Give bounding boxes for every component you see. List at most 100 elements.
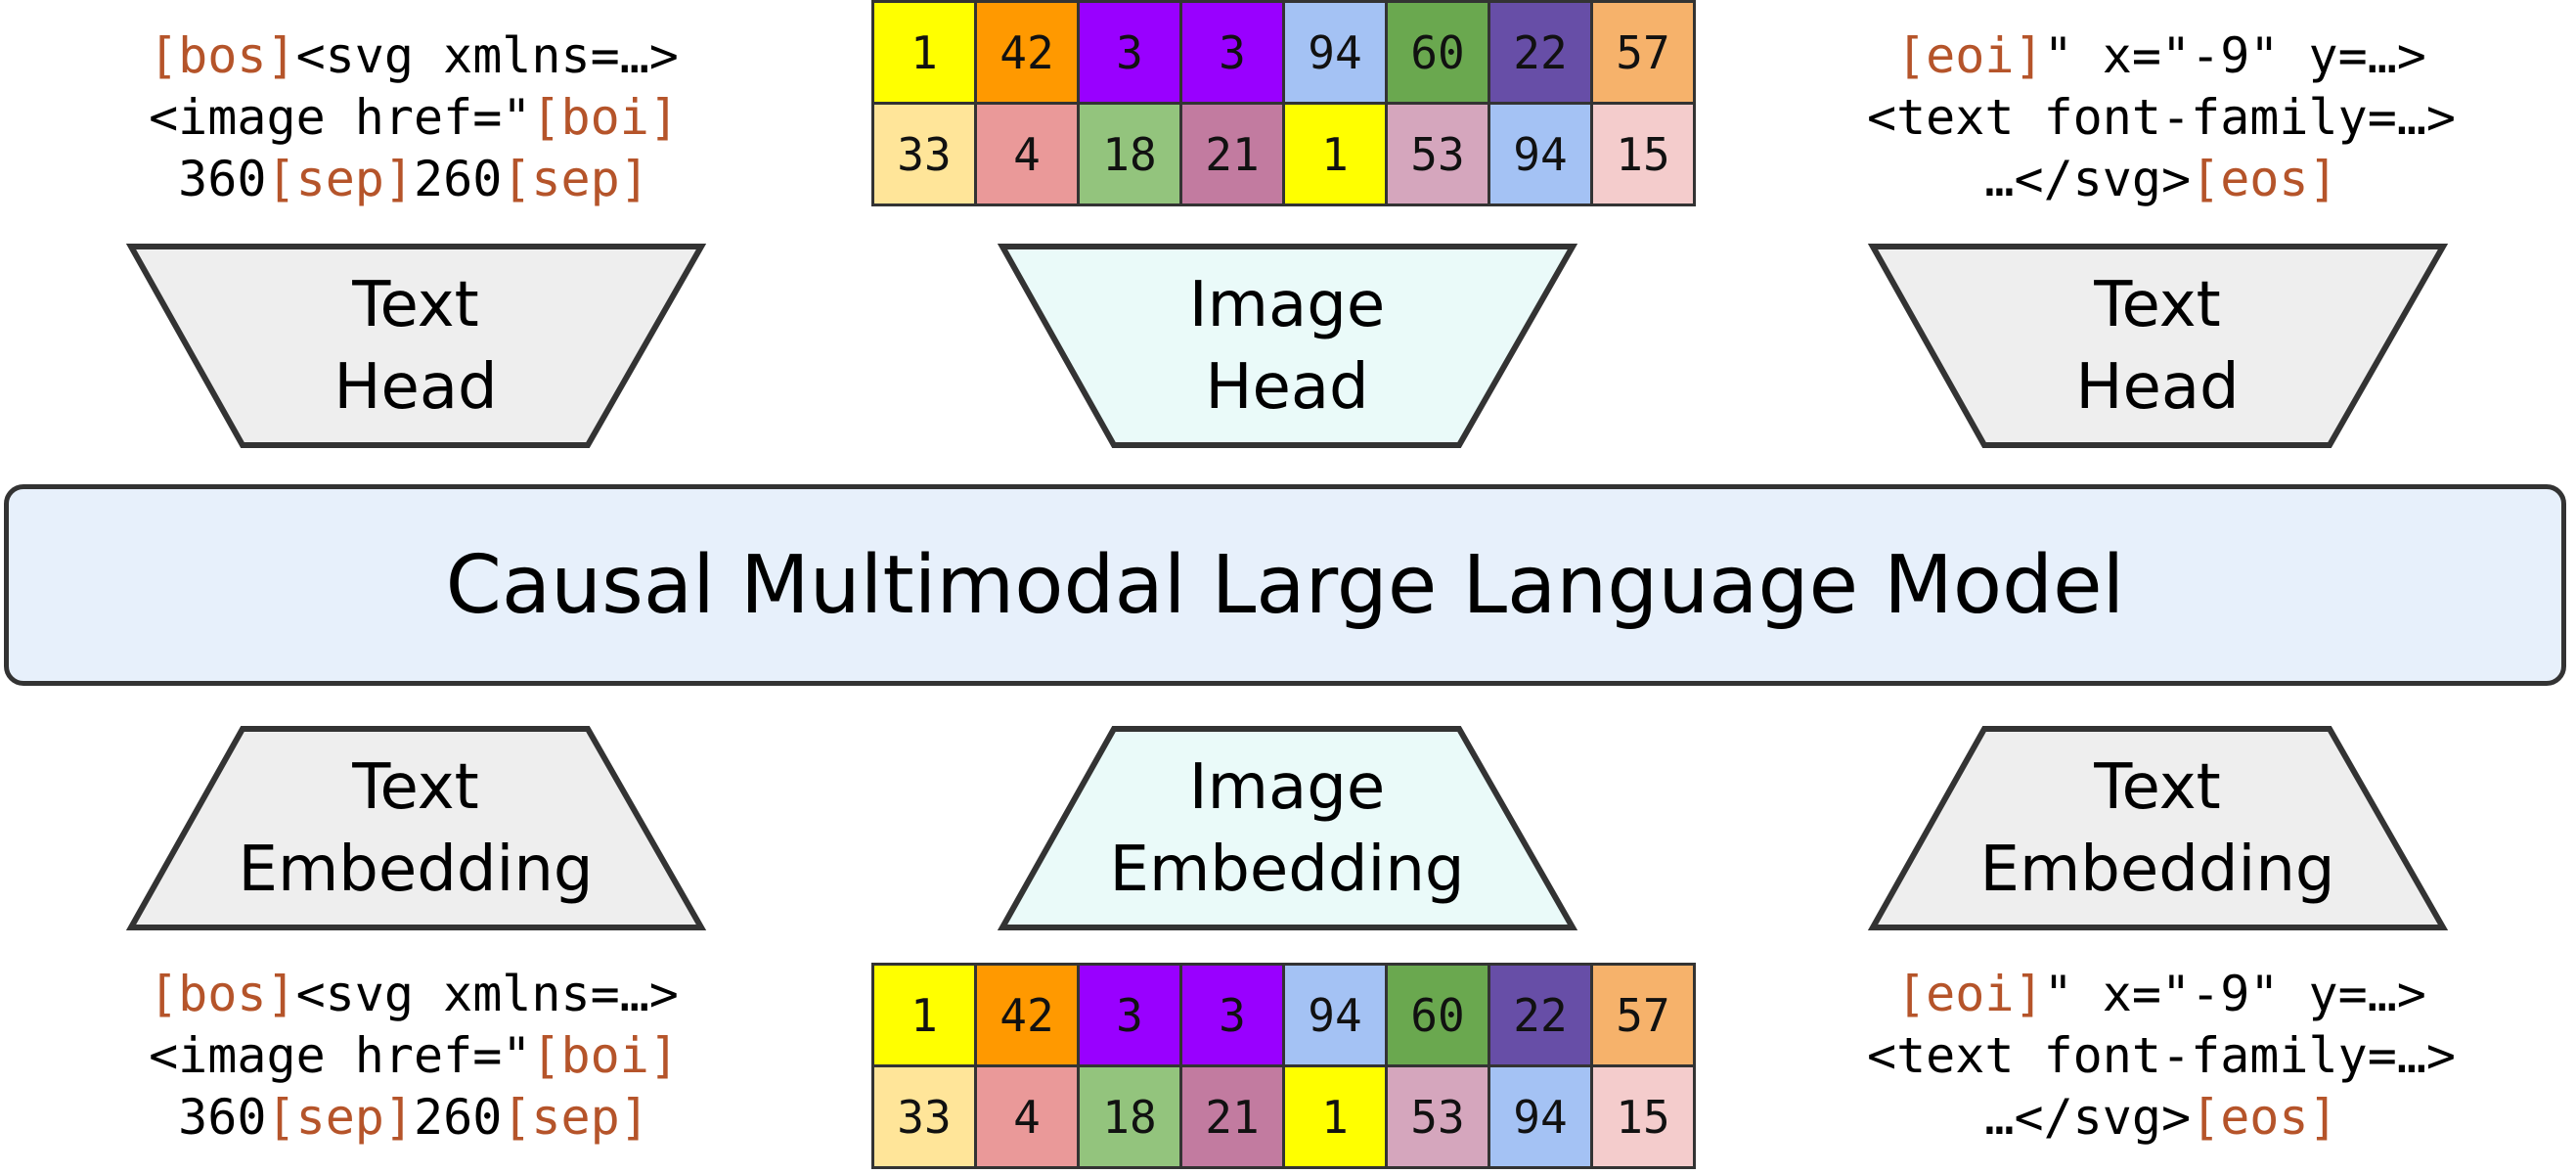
text-head-left-line1: Text — [352, 269, 479, 341]
image-token-cell: 4 — [974, 102, 1080, 206]
code-text: " x="-9" y=…> — [2043, 27, 2426, 84]
text-head-right-shape — [1867, 244, 2449, 448]
special-token: [bos] — [149, 27, 296, 84]
image-token-cell: 3 — [1077, 963, 1182, 1067]
code-line: <text font-family=…> — [1770, 87, 2553, 149]
input-text-right: [eoi]" x="-9" y=…><text font-family=…>…<… — [1770, 964, 2553, 1149]
code-text: <svg xmlns=…> — [295, 27, 679, 84]
code-text: <text font-family=…> — [1866, 89, 2457, 146]
special-token: [sep] — [502, 1089, 649, 1146]
output-text-right: [eoi]" x="-9" y=…><text font-family=…>…<… — [1770, 25, 2553, 210]
image-token-cell: 33 — [871, 1064, 977, 1169]
input-text-left: [bos]<svg xmlns=…><image href="[boi]360[… — [22, 964, 805, 1149]
image-head-line1: Image — [1188, 269, 1386, 341]
code-text: <svg xmlns=…> — [295, 966, 679, 1022]
image-token-cell: 3 — [1179, 0, 1285, 105]
image-token-cell: 21 — [1179, 1064, 1285, 1169]
image-token-cell: 57 — [1590, 963, 1696, 1067]
image-token-cell: 94 — [1488, 1064, 1593, 1169]
image-token-cell: 1 — [871, 963, 977, 1067]
image-embedding-line1: Image — [1188, 751, 1386, 824]
special-token: [boi] — [531, 89, 679, 146]
image-token-cell: 33 — [871, 102, 977, 206]
model-label: Causal Multimodal Large Language Model — [445, 538, 2125, 632]
image-token-cell: 94 — [1282, 963, 1388, 1067]
code-line: <image href="[boi] — [22, 1025, 805, 1087]
code-text: 360 — [178, 151, 267, 207]
image-token-cell: 60 — [1385, 963, 1490, 1067]
image-token-cell: 3 — [1077, 0, 1182, 105]
image-token-cell: 22 — [1488, 963, 1593, 1067]
special-token: [eoi] — [1896, 966, 2044, 1022]
code-line: [eoi]" x="-9" y=…> — [1770, 964, 2553, 1025]
code-text: …</svg> — [1984, 1089, 2192, 1146]
code-line: …</svg>[eos] — [1770, 149, 2553, 210]
image-token-cell: 94 — [1488, 102, 1593, 206]
text-head-right-line2: Head — [2075, 351, 2240, 424]
special-token: [eoi] — [1896, 27, 2044, 84]
image-token-cell: 3 — [1179, 963, 1285, 1067]
code-line: [eoi]" x="-9" y=…> — [1770, 25, 2553, 87]
image-token-cell: 15 — [1590, 102, 1696, 206]
text-head-left-label: Text Head — [122, 264, 709, 429]
text-embedding-right-line2: Embedding — [1979, 834, 2335, 906]
image-token-cell: 57 — [1590, 0, 1696, 105]
image-token-cell: 4 — [974, 1064, 1080, 1169]
image-token-cell: 42 — [974, 0, 1080, 105]
special-token: [boi] — [531, 1027, 679, 1084]
code-line: …</svg>[eos] — [1770, 1087, 2553, 1149]
code-line: 360[sep]260[sep] — [22, 149, 805, 210]
image-token-cell: 15 — [1590, 1064, 1696, 1169]
code-text: 260 — [414, 151, 503, 207]
text-head-right-label: Text Head — [1864, 264, 2451, 429]
image-token-cell: 60 — [1385, 0, 1490, 105]
text-embedding-left-label: Text Embedding — [122, 746, 709, 911]
text-embedding-left-line1: Text — [352, 751, 479, 824]
special-token: [sep] — [502, 151, 649, 207]
image-token-cell: 53 — [1385, 102, 1490, 206]
special-token: [sep] — [266, 1089, 414, 1146]
code-text: …</svg> — [1984, 151, 2192, 207]
special-token: [eos] — [2191, 1089, 2338, 1146]
text-embedding-right-line1: Text — [2094, 751, 2221, 824]
code-line: <image href="[boi] — [22, 87, 805, 149]
text-embedding-right-label: Text Embedding — [1864, 746, 2451, 911]
text-head-left-shape — [125, 244, 707, 448]
text-head-left-line2: Head — [333, 351, 498, 424]
code-text: <text font-family=…> — [1866, 1027, 2457, 1084]
code-text: <image href=" — [149, 1027, 532, 1084]
code-line: <text font-family=…> — [1770, 1025, 2553, 1087]
code-text: 360 — [178, 1089, 267, 1146]
image-embedding-label: Image Embedding — [994, 746, 1580, 911]
causal-mllm-box: Causal Multimodal Large Language Model — [4, 484, 2566, 686]
image-token-cell: 21 — [1179, 102, 1285, 206]
text-embedding-right-shape — [1867, 726, 2449, 930]
image-token-cell: 1 — [1282, 102, 1388, 206]
image-head-line2: Head — [1205, 351, 1369, 424]
text-embedding-left-shape — [125, 726, 707, 930]
text-head-right-line1: Text — [2094, 269, 2221, 341]
image-token-cell: 1 — [1282, 1064, 1388, 1169]
code-text: 260 — [414, 1089, 503, 1146]
image-head-shape — [997, 244, 1578, 448]
special-token: [eos] — [2191, 151, 2338, 207]
special-token: [sep] — [266, 151, 414, 207]
image-token-cell: 94 — [1282, 0, 1388, 105]
code-line: [bos]<svg xmlns=…> — [22, 25, 805, 87]
image-token-cell: 22 — [1488, 0, 1593, 105]
image-token-cell: 53 — [1385, 1064, 1490, 1169]
image-embedding-shape — [997, 726, 1578, 930]
code-line: 360[sep]260[sep] — [22, 1087, 805, 1149]
code-text: <image href=" — [149, 89, 532, 146]
code-line: [bos]<svg xmlns=…> — [22, 964, 805, 1025]
code-text: " x="-9" y=…> — [2043, 966, 2426, 1022]
image-head-label: Image Head — [994, 264, 1580, 429]
